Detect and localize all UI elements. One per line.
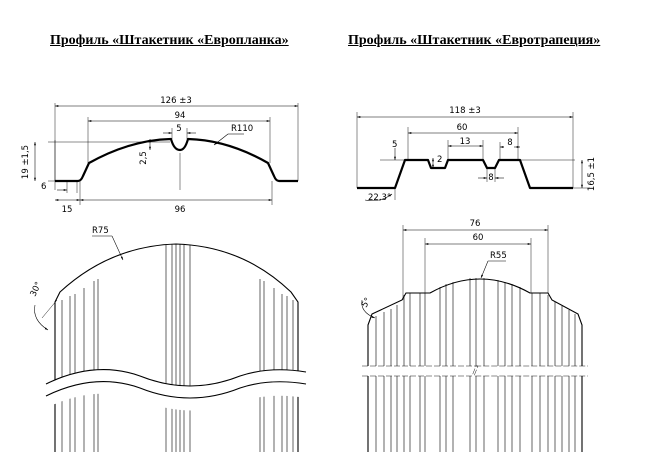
dim-step-depth: 2 <box>437 155 442 165</box>
eurotrapezia-picket-outline <box>367 278 583 452</box>
dim-radius: R75 <box>92 226 109 236</box>
dim-inner-width: 60 <box>473 233 484 243</box>
dim-center-notch: 5 <box>176 124 181 134</box>
dim-angle: 22,3° <box>368 193 391 203</box>
dim-outer-width: 76 <box>470 219 481 229</box>
europlanka-profile-line <box>55 137 298 183</box>
dim-height: 19 ±1,5 <box>21 145 31 179</box>
dim-overall-width: 118 ±3 <box>449 106 480 116</box>
title-eurotrapezia: Профиль «Штакетник «Евротрапеция» <box>348 33 601 48</box>
dim-angle: 5° <box>360 296 373 309</box>
dim-bottom-width: 8 <box>488 173 493 183</box>
dim-top-width: 94 <box>175 111 186 121</box>
dim-radius: R110 <box>231 124 253 134</box>
dim-step-right: 8 <box>507 138 512 148</box>
europlanka-picket-view: R75 30° <box>29 226 307 452</box>
title-europlanka: Профиль «Штакетник «Европланка» <box>50 33 289 48</box>
dim-angle: 30° <box>29 280 44 298</box>
dim-mid-width: 13 <box>460 137 471 147</box>
dim-radius: R55 <box>490 251 507 261</box>
dim-overall-width: 126 ±3 <box>160 96 191 106</box>
dim-flange: 6 <box>41 182 46 192</box>
dim-flange-offset: 15 <box>62 205 73 215</box>
dim-base-width: 96 <box>175 205 186 215</box>
europlanka-picket-outline <box>54 243 299 452</box>
europlanka-cross-section: 126 ±3 94 5 R110 19 ±1,5 2,5 6 15 96 <box>21 96 299 215</box>
eurotrapezia-picket-view: 76 60 R55 5° <box>360 219 588 452</box>
eurotrapezia-profile-line <box>357 158 573 190</box>
dim-step-left: 5 <box>392 140 397 150</box>
eurotrapezia-cross-section: 118 ±3 60 5 2 13 8 8 16,5 ±1 22,3° <box>356 106 597 203</box>
dim-height: 16,5 ±1 <box>587 157 597 191</box>
dim-notch-depth: 2,5 <box>139 151 149 165</box>
dim-top-width: 60 <box>457 123 468 133</box>
